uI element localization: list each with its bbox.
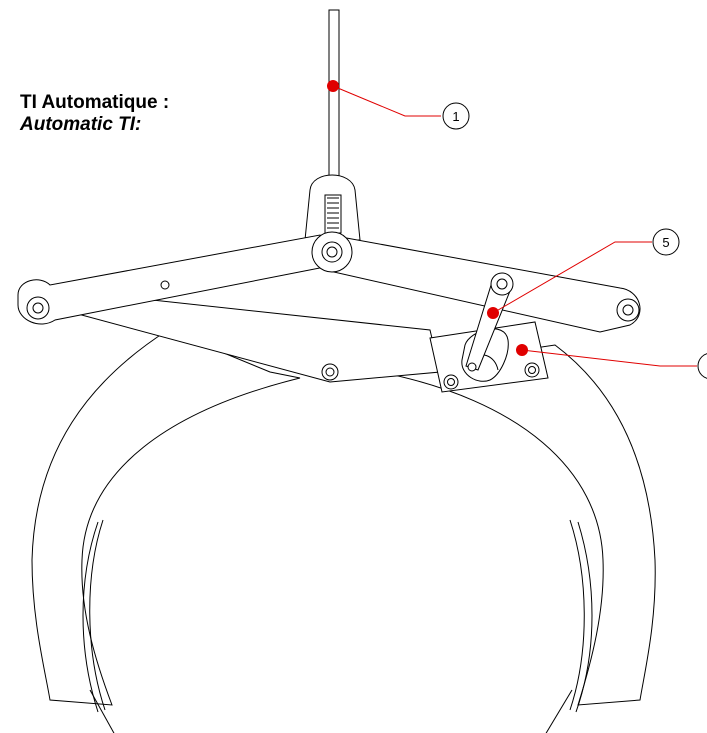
- callout-bubble: [697, 353, 707, 379]
- callout-5: 5: [487, 228, 680, 319]
- callout-bubble: [442, 102, 470, 130]
- right-jaw: [379, 344, 656, 733]
- callout-partial: [516, 344, 707, 379]
- right-upper-arm: [324, 234, 641, 333]
- callout-number: 1: [452, 109, 459, 124]
- lifting-rod: [328, 9, 340, 181]
- central-pivot: [311, 231, 353, 273]
- callout-bubble: [652, 228, 680, 256]
- shackle-head: [304, 174, 361, 241]
- title-english: Automatic TI:: [20, 113, 142, 135]
- left-jaw: [31, 329, 301, 733]
- latch-lever: [465, 272, 514, 372]
- callout-number: 5: [662, 235, 669, 250]
- title-block: TI Automatique : Automatic TI:: [20, 92, 169, 136]
- title-french: TI Automatique :: [20, 92, 170, 113]
- callout-1: 1: [327, 80, 470, 130]
